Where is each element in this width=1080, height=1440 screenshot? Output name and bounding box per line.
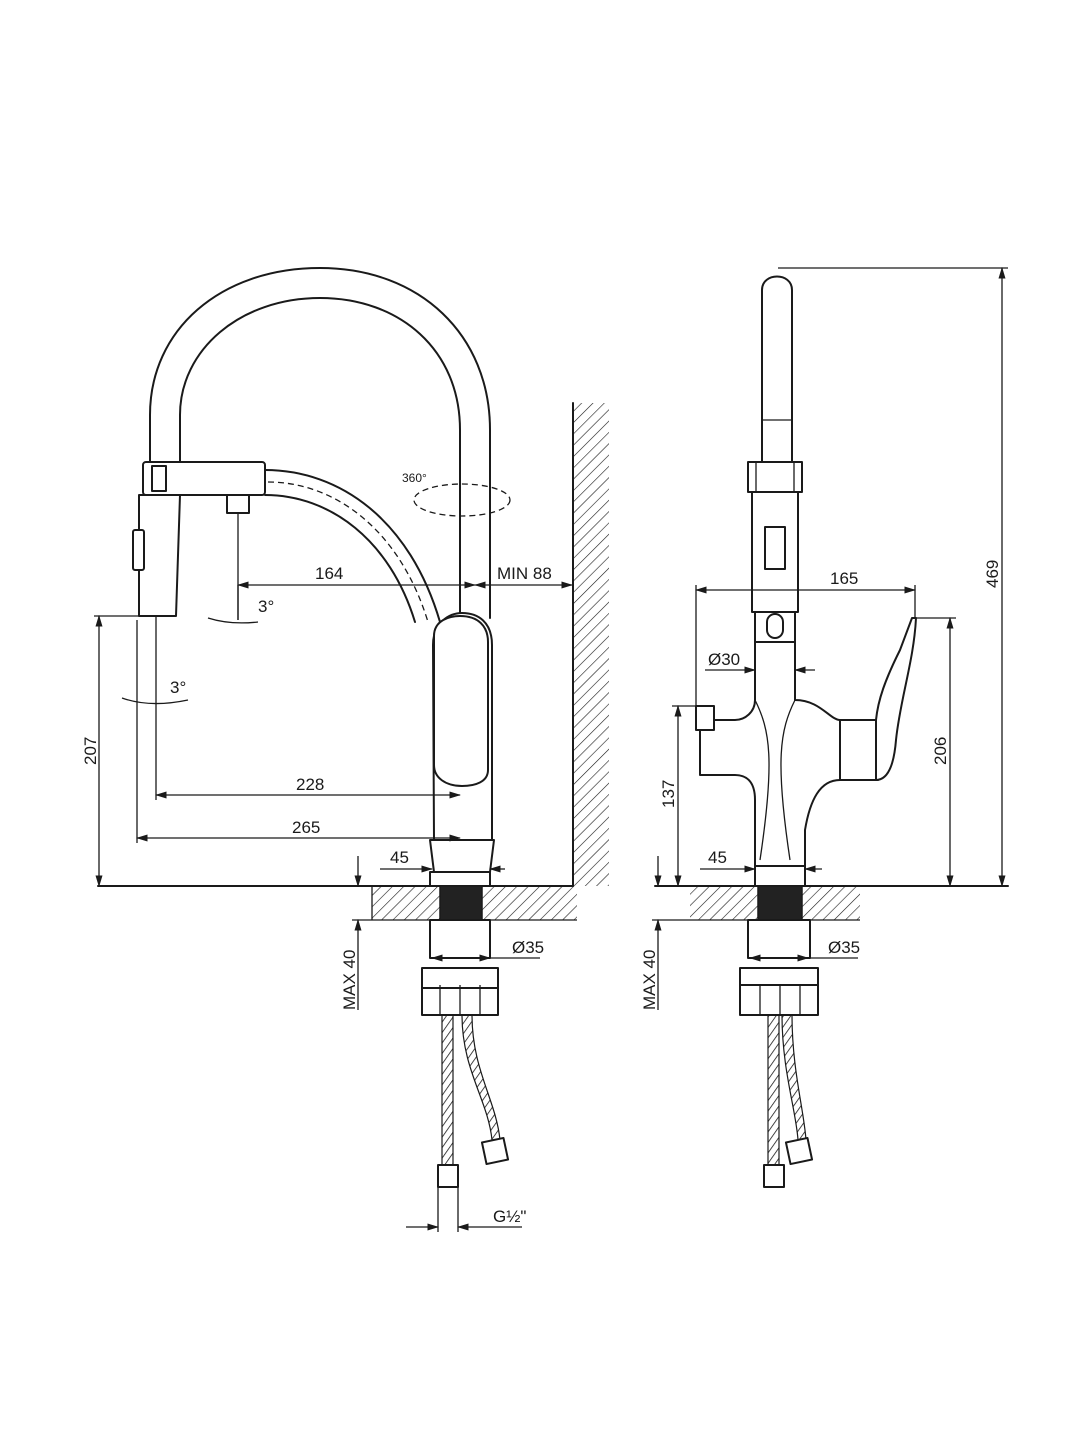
dim-height-207: 207 — [81, 614, 139, 888]
dim-side-base-45: 45 — [700, 848, 822, 873]
dim-height-137: 137 — [659, 704, 700, 888]
dim-min88-label: MIN 88 — [497, 564, 552, 583]
dim-265-label: 265 — [292, 818, 320, 837]
dim-spout-reach: 164 MIN 88 — [236, 564, 574, 620]
dim-height-206: 206 — [916, 616, 956, 888]
dim-206-label: 206 — [931, 737, 950, 765]
dim-max-40: MAX 40 — [340, 856, 372, 1010]
dim-207-label: 207 — [81, 737, 100, 765]
angle-spray-label: 3° — [258, 597, 274, 616]
dim-side-max40-label: MAX 40 — [640, 950, 659, 1010]
side-supply-hoses — [763, 1014, 814, 1188]
dim-body-30: Ø30 — [705, 650, 815, 674]
dim-reach-228: 228 — [154, 710, 462, 800]
spray-head — [132, 461, 266, 710]
dim-max40-label: MAX 40 — [340, 950, 359, 1010]
dim-164-label: 164 — [315, 564, 343, 583]
countertop — [97, 885, 577, 921]
angle-tilt-label: 3° — [170, 678, 186, 697]
dim-228-label: 228 — [296, 775, 324, 794]
dim-side-max-40: MAX 40 — [640, 856, 690, 1010]
side-body — [695, 641, 879, 867]
front-supply-hoses — [437, 1014, 510, 1188]
dim-165-label: 165 — [830, 569, 858, 588]
side-shank — [739, 865, 819, 1016]
side-countertop — [654, 885, 1009, 921]
dim-reach-265: 265 — [135, 620, 462, 843]
dim-angle-tilt: 3° — [121, 678, 189, 705]
dim-137-label: 137 — [659, 780, 678, 808]
dim-angle-spray: 3° — [207, 597, 274, 624]
dim-base-45: 45 — [380, 848, 505, 873]
dim-30-label: Ø30 — [708, 650, 740, 669]
dim-469-label: 469 — [983, 560, 1002, 588]
pull-out-hose — [264, 469, 441, 623]
dim-thread-label: G½" — [493, 1207, 526, 1226]
dim-45-label: 45 — [390, 848, 409, 867]
dim-shank-35: Ø35 — [430, 938, 544, 962]
dim-height-469: 469 — [778, 266, 1008, 888]
front-view: 360° — [81, 267, 609, 1232]
side-handle — [875, 617, 917, 781]
side-view: 165 469 Ø30 206 137 — [640, 266, 1009, 1188]
dim-side-45-label: 45 — [708, 848, 727, 867]
dim-side-35-label: Ø35 — [828, 938, 860, 957]
mixer-body — [429, 612, 495, 887]
rotation-indicator: 360° — [402, 471, 511, 517]
side-spout-tube — [747, 275, 803, 643]
dim-35-label: Ø35 — [512, 938, 544, 957]
rotation-label: 360° — [402, 471, 427, 485]
dim-side-shank-35: Ø35 — [748, 938, 860, 962]
wall — [572, 402, 609, 887]
dim-thread: G½" — [406, 1187, 526, 1232]
dim-span-165: 165 — [694, 569, 917, 706]
